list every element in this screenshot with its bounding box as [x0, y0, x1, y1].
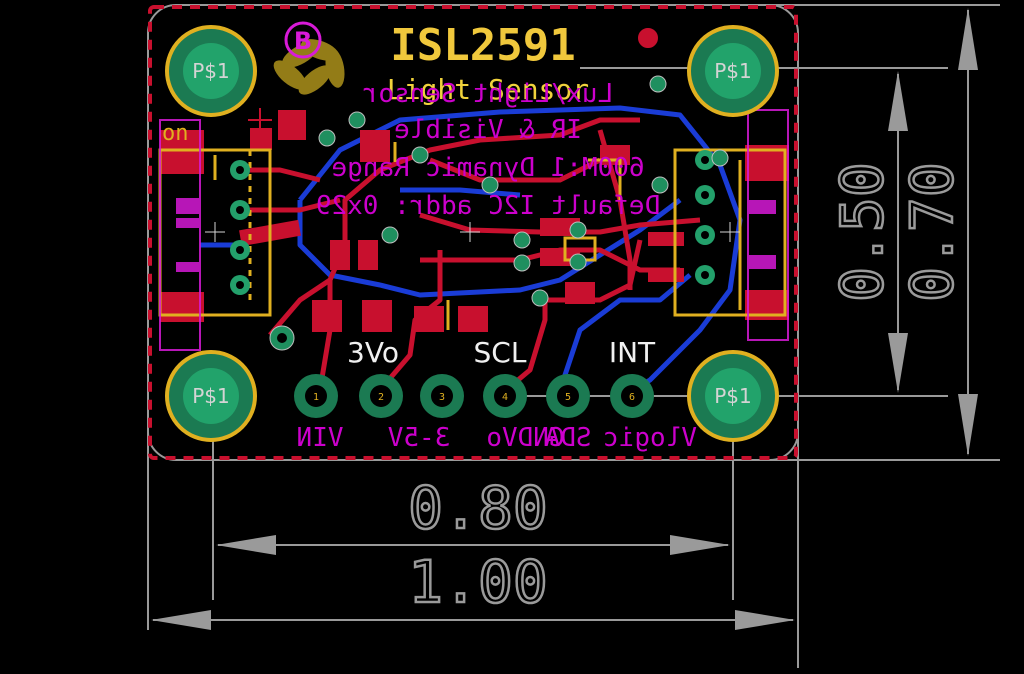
- hole-label: P$1: [192, 59, 230, 83]
- mounting-hole-bottom-right: P$1: [687, 350, 779, 442]
- header-pin-3: 3: [420, 374, 464, 418]
- pin-label-vin: VIN: [297, 423, 344, 453]
- adafruit-logo: B: [273, 21, 345, 95]
- hole-label: P$1: [714, 59, 752, 83]
- vias: [230, 75, 729, 351]
- note-line-4: Default I2C addr: 0x29: [316, 191, 660, 221]
- svg-text:2: 2: [378, 392, 384, 403]
- dim-width-outer: 1.00: [408, 548, 548, 616]
- smd-pads: [160, 110, 789, 332]
- pin-label-3-5v: 3-5V: [388, 423, 451, 453]
- header-pin-2: 2: [359, 374, 403, 418]
- dimension-labels: 0.80 1.00 0.50 0.70: [407, 161, 967, 617]
- pin-label-vlogic: Vlogic: [603, 423, 697, 453]
- board-outline: [147, 4, 799, 461]
- header-pin-6: 6: [610, 374, 654, 418]
- note-line-2: IR & Visible: [394, 115, 582, 145]
- switch-on-label: on: [162, 121, 189, 146]
- pin-label-scl: SCL: [474, 336, 527, 369]
- origin-crosses: [205, 222, 740, 242]
- bottom-copper-traces: [200, 105, 743, 395]
- svg-text:6: 6: [629, 392, 635, 403]
- pin-label-3vo: 3Vo: [347, 336, 399, 369]
- pin-label-int: INT: [609, 336, 656, 369]
- header-pin-1: 1: [294, 374, 338, 418]
- hole-label: P$1: [714, 384, 752, 408]
- connector-bodies: [159, 109, 789, 351]
- header-pin-4: 4: [483, 374, 527, 418]
- header-pin-5: 5: [546, 374, 590, 418]
- svg-text:4: 4: [502, 392, 508, 403]
- mounting-hole-top-right: P$1: [687, 25, 779, 117]
- dim-height-outer: 0.70: [898, 162, 966, 302]
- note-line-3: 600M:1 Dynamic Range: [331, 153, 644, 183]
- svg-text:5: 5: [565, 392, 571, 403]
- mounting-hole-top-left: P$1: [165, 25, 257, 117]
- board-subtitle: Light Sensor: [387, 73, 589, 106]
- bottom-pin-labels: VIN 3-5V GND Vo SDA Vlogic: [297, 423, 697, 453]
- mirrored-notes: Lux/Light Sensor IR & Visible 600M:1 Dyn…: [316, 79, 660, 221]
- svg-text:3: 3: [439, 392, 445, 403]
- dimension-arrows: [151, 8, 978, 630]
- pin-label-gnd: GND: [518, 423, 565, 453]
- header-pins: 1 2 3 4 5 6: [294, 374, 654, 418]
- fiducial-marks: [248, 28, 658, 132]
- dim-height-inner: 0.50: [828, 162, 896, 302]
- logo-letter: B: [294, 27, 312, 55]
- note-line-1: Lux/Light Sensor: [363, 79, 613, 109]
- hole-label: P$1: [192, 384, 230, 408]
- pin-label-vo: Vo: [486, 423, 517, 453]
- dim-width-inner: 0.80: [408, 474, 548, 542]
- pin-label-sda: SDA: [544, 423, 591, 453]
- mounting-hole-bottom-left: P$1: [165, 350, 257, 442]
- svg-text:1: 1: [313, 392, 319, 403]
- board-title: ISL2591: [390, 20, 575, 71]
- top-copper-traces: [240, 117, 701, 397]
